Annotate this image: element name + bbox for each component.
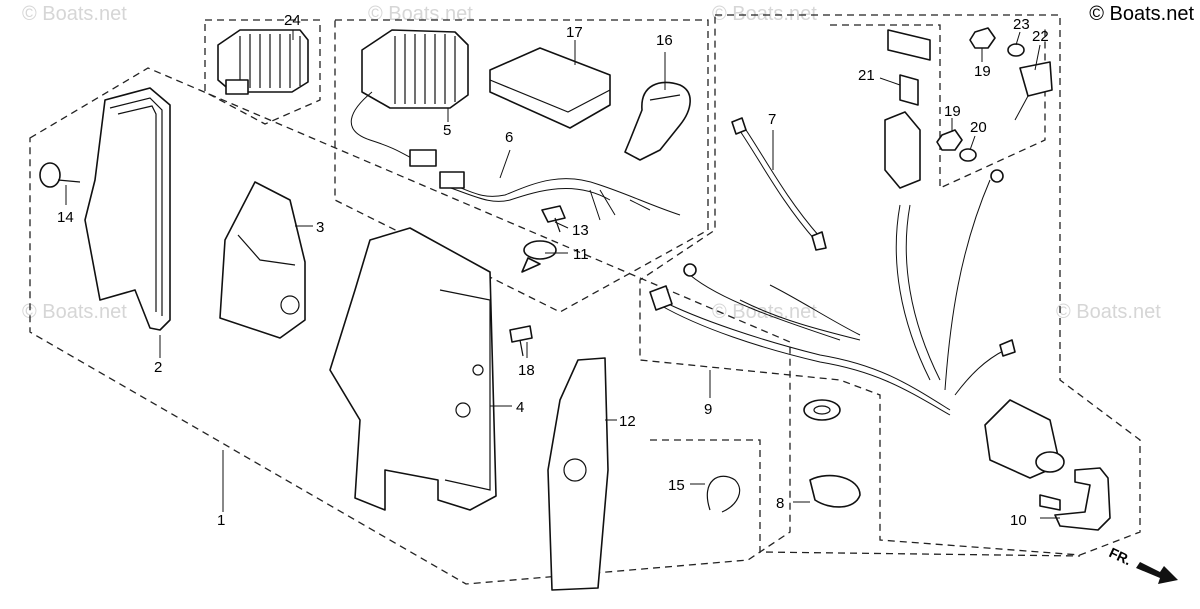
callout-9: 9: [704, 401, 712, 418]
ignition-key-10[interactable]: [1039, 467, 1111, 531]
callout-4: 4: [516, 399, 524, 416]
callout-22: 22: [1032, 28, 1049, 45]
rubber-pad-17[interactable]: [489, 47, 611, 129]
callout-20: 20: [970, 119, 987, 136]
front-arrow-icon: [1136, 562, 1178, 584]
watermark-layer: © Boats.net © Boats.net © Boats.net © Bo…: [22, 3, 1161, 323]
callout-16: 16: [656, 32, 673, 49]
terminal-22[interactable]: [1014, 61, 1053, 121]
regulator-harness-outline: [334, 19, 709, 313]
callout-5: 5: [443, 122, 451, 139]
control-box-group-outline: [29, 67, 791, 585]
harness-band-16[interactable]: [624, 81, 691, 161]
fuse-holder-21[interactable]: [887, 29, 931, 106]
watermark-text: © Boats.net: [712, 301, 817, 323]
ignition-switch[interactable]: [984, 399, 1065, 479]
callout-6: 6: [505, 129, 513, 146]
callout-labels: 1 2 3 4 5 6 7 8 9 10 11 12 13 14 15 16 1…: [57, 12, 1049, 529]
main-wire-harness-9[interactable]: [649, 111, 1016, 416]
ground-cable-7[interactable]: [731, 117, 827, 251]
callout-11: 11: [573, 246, 589, 263]
copyright-notice: © Boats.net: [1089, 3, 1194, 25]
tapping-screw-18[interactable]: [509, 325, 533, 357]
small-parts-outline: [650, 439, 1081, 557]
sub-wire-harness-6[interactable]: [439, 171, 681, 221]
regulator-24[interactable]: [217, 29, 309, 95]
hex-nut-19-top[interactable]: [969, 27, 996, 49]
callout-7: 7: [768, 111, 776, 128]
control-box-case-4[interactable]: [329, 227, 497, 511]
callout-19-bottom: 19: [944, 103, 961, 120]
group-outlines: [29, 14, 1141, 585]
watermark-text: © Boats.net: [368, 3, 473, 25]
callout-13: 13: [572, 222, 589, 239]
regulator-rectifier-5[interactable]: [350, 29, 469, 167]
callout-24: 24: [284, 12, 301, 29]
wire-clip-11[interactable]: [521, 240, 557, 273]
callout-21: 21: [858, 67, 875, 84]
callout-12: 12: [619, 413, 636, 430]
bolt-13[interactable]: [541, 205, 566, 233]
callout-19-top: 19: [974, 63, 991, 80]
watermark-text: © Boats.net: [22, 3, 127, 25]
main-harness-outline: [639, 14, 1141, 556]
screw-14[interactable]: [39, 162, 81, 188]
callout-23: 23: [1013, 16, 1030, 33]
box-cover-2[interactable]: [84, 87, 171, 331]
insulator-plate-12[interactable]: [547, 357, 609, 591]
fr-label: FR.: [1107, 544, 1134, 568]
callout-3: 3: [316, 219, 324, 236]
callout-15: 15: [668, 477, 685, 494]
wire-band-15[interactable]: [706, 475, 741, 513]
washer-23[interactable]: [1007, 43, 1025, 57]
callout-2: 2: [154, 359, 162, 376]
callout-17: 17: [566, 24, 583, 41]
grommet: [803, 399, 841, 421]
washer-20[interactable]: [959, 148, 977, 162]
callout-1: 1: [217, 512, 225, 529]
relay-bracket-3[interactable]: [219, 181, 306, 339]
watermark-text: © Boats.net: [1056, 301, 1161, 323]
callout-10: 10: [1010, 512, 1027, 529]
callout-8: 8: [776, 495, 784, 512]
callout-14: 14: [57, 209, 74, 226]
fuse-group-outline: [830, 24, 1046, 190]
leader-lines: [65, 30, 1060, 519]
hex-nut-19-bottom[interactable]: [936, 129, 963, 151]
front-direction-marker: FR.: [1107, 544, 1178, 584]
callout-18: 18: [518, 362, 535, 379]
watermark-text: © Boats.net: [22, 301, 127, 323]
watermark-text: © Boats.net: [712, 3, 817, 25]
cable-clamp-8[interactable]: [809, 474, 861, 508]
